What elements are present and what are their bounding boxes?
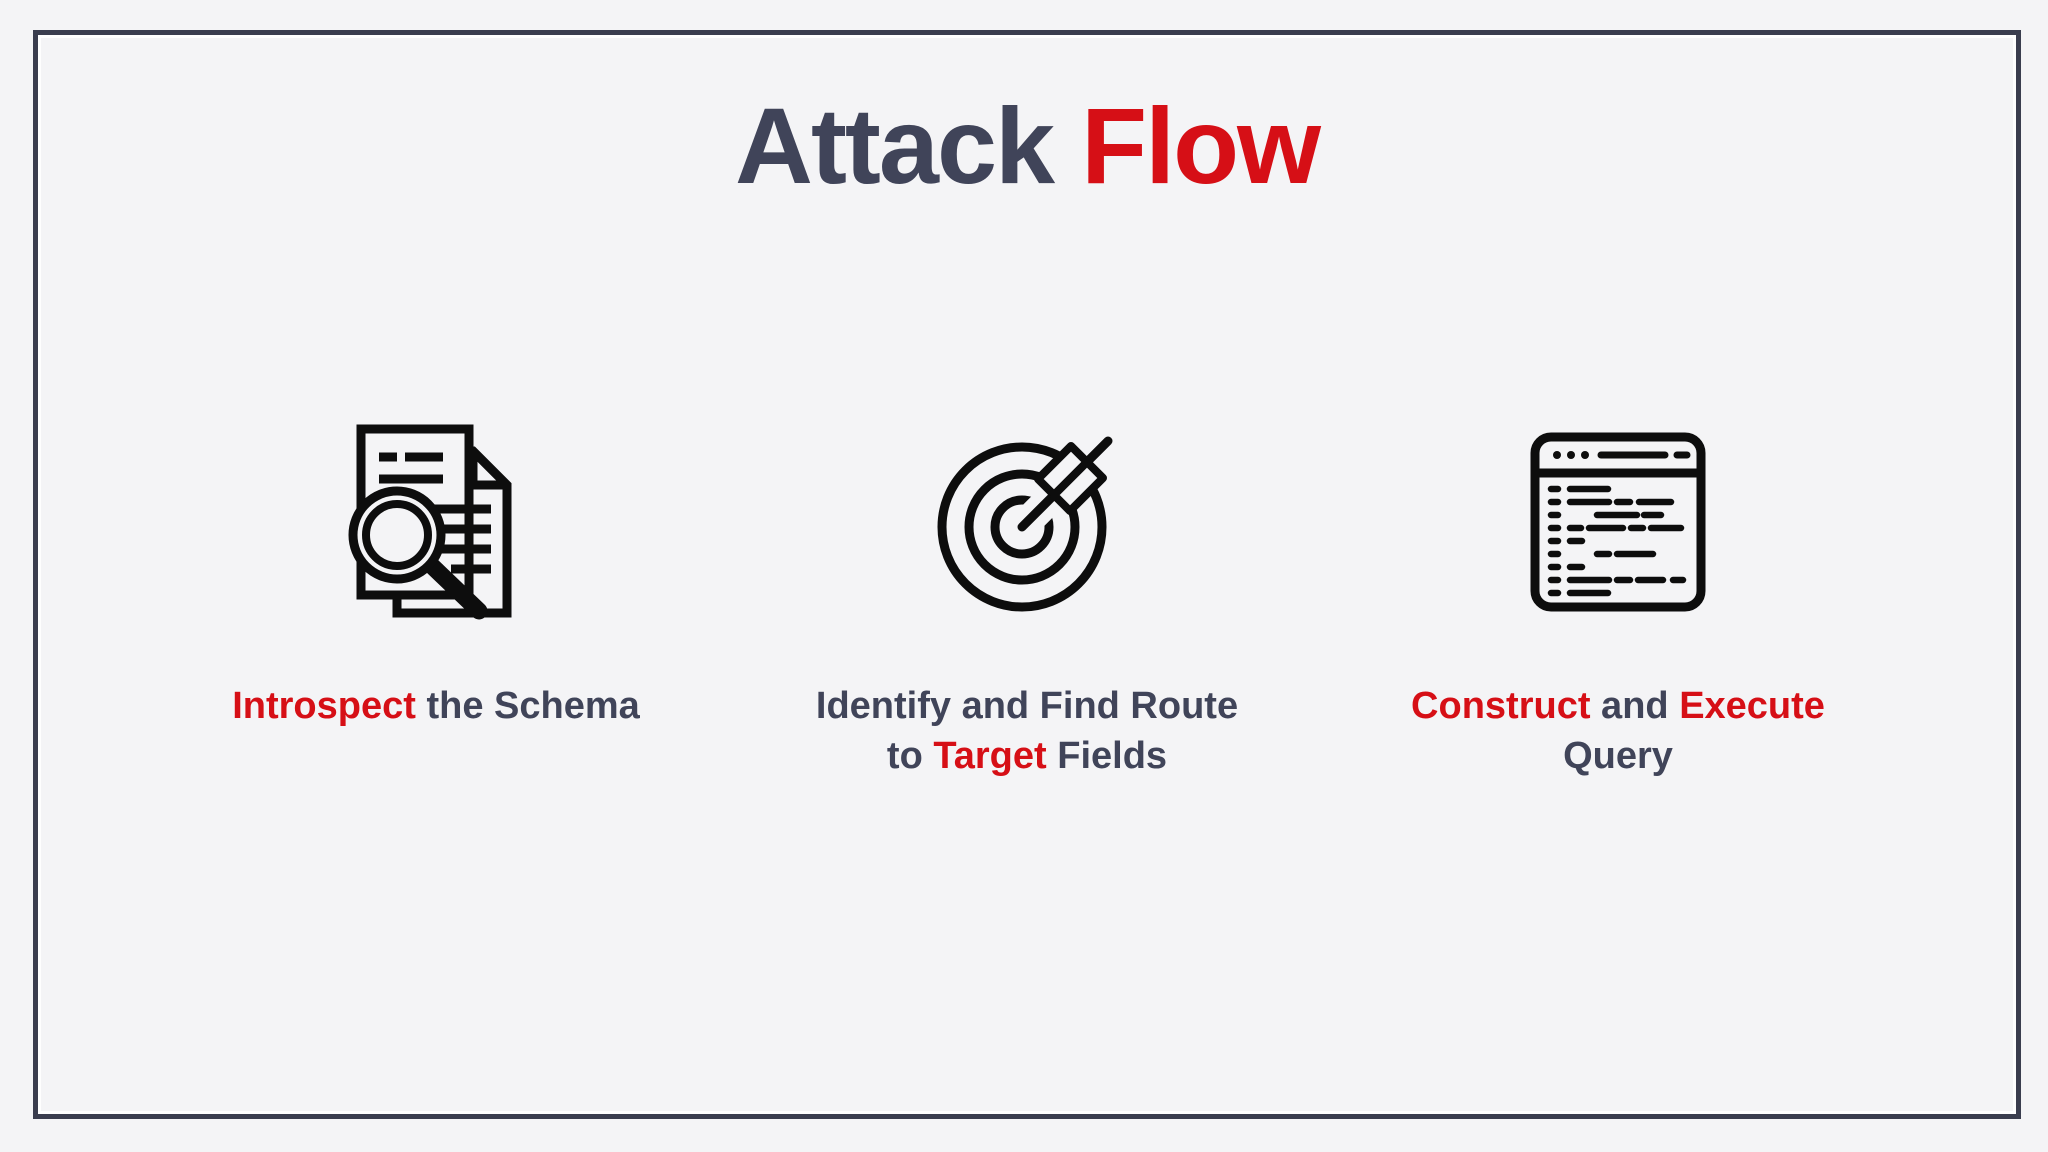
step-identify: Identify and Find Route to Target Fields [747, 417, 1307, 781]
title-part-dark: Attack [734, 85, 1055, 206]
caption-segment: Introspect [232, 684, 416, 727]
step-introspect: Introspect the Schema [156, 417, 716, 781]
caption-line: Query [1411, 731, 1825, 781]
caption-introspect: Introspect the Schema [232, 681, 640, 731]
target-arrow-svg [937, 436, 1113, 612]
page-title: Attack Flow [38, 81, 2016, 211]
caption-segment: to [886, 734, 934, 777]
code-window-svg [1530, 432, 1706, 612]
magnifier-documents-icon [331, 417, 541, 627]
caption-construct: Construct and Execute Query [1411, 681, 1825, 781]
step-construct: Construct and Execute Query [1338, 417, 1898, 781]
caption-segment: Query [1563, 734, 1673, 777]
caption-segment: Execute [1679, 684, 1825, 727]
caption-segment: Identify and Find Route [815, 684, 1239, 727]
target-arrow-icon [922, 417, 1132, 627]
caption-line: to Target Fields [816, 731, 1238, 781]
caption-segment: Construct [1411, 684, 1591, 727]
caption-identify: Identify and Find Route to Target Fields [816, 681, 1238, 781]
caption-segment: Target [933, 734, 1047, 777]
caption-line: Identify and Find Route [816, 681, 1238, 731]
caption-segment: and [1590, 684, 1680, 727]
slide-frame: Attack Flow [33, 30, 2021, 1119]
caption-line: Construct and Execute [1411, 681, 1825, 731]
code-window-icon [1513, 417, 1723, 627]
magnifier-documents-svg [348, 424, 512, 620]
caption-line: Introspect the Schema [232, 681, 640, 731]
attack-flow-steps: Introspect the Schema [38, 417, 2016, 781]
caption-segment: the Schema [415, 684, 640, 727]
caption-segment: Fields [1046, 734, 1168, 777]
title-part-red: Flow [1081, 85, 1321, 206]
